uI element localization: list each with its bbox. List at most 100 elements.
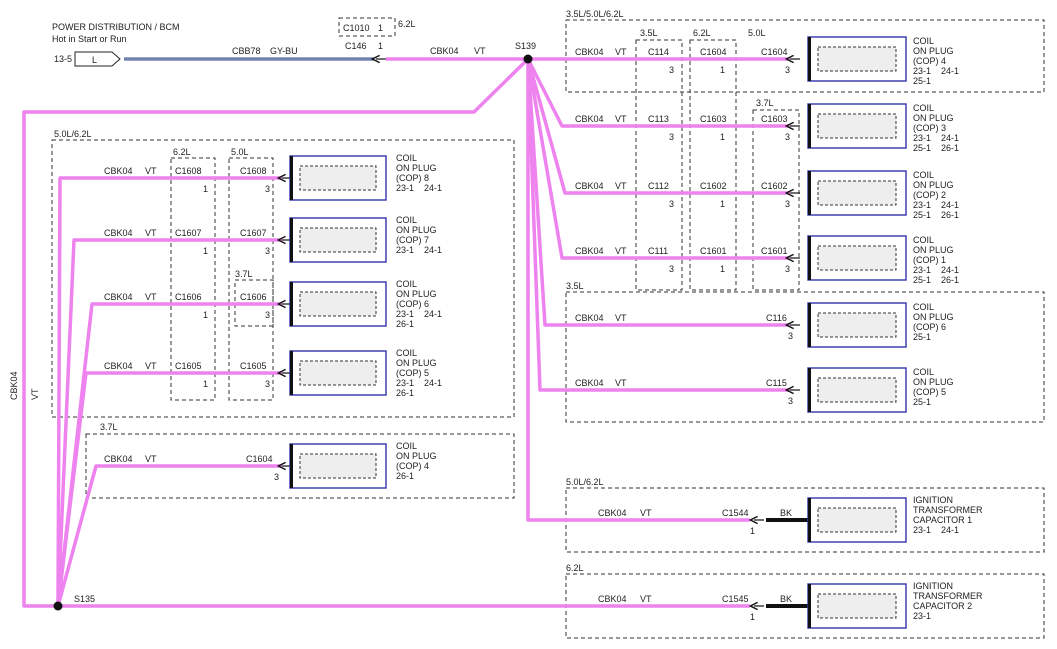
right-coil-4-conn-50: C1601	[761, 246, 788, 256]
splice-s135-dot	[53, 601, 63, 611]
capacitor-1-ref-1: 24-1	[941, 525, 959, 535]
right-coil-3-title-0: COIL	[913, 170, 934, 180]
right-coil-2-title-1: ON PLUG	[913, 113, 954, 123]
source-subtitle: Hot in Start or Run	[52, 34, 127, 44]
right-coil-4-ref-3: 26-1	[941, 275, 959, 285]
left37-coil-box	[289, 443, 387, 489]
left-coil-3-box-inner	[299, 291, 377, 317]
capacitor-1-box	[807, 497, 907, 543]
capacitor-2-wire-color: VT	[640, 594, 652, 604]
right35-coil-1-title-1: ON PLUG	[913, 312, 954, 322]
source-title: POWER DISTRIBUTION / BCM	[52, 22, 180, 32]
right-coil-2-wire-name: CBK04	[575, 114, 604, 124]
capacitor-1-wire-name: CBK04	[598, 508, 627, 518]
splice-s139-dot	[523, 54, 533, 64]
left-coil-2-pin-50: 3	[265, 246, 270, 256]
alt-connector: C1010	[343, 23, 370, 33]
right-coil-3-ref-1: 24-1	[941, 200, 959, 210]
circuit-wiring	[22, 57, 790, 608]
left37-coil-title-1: ON PLUG	[396, 451, 437, 461]
capacitor-1-wire-color: VT	[640, 508, 652, 518]
group-left-top-box	[51, 139, 515, 418]
left37-coil-box-inner	[299, 453, 377, 479]
feed-wire-color: GY-BU	[270, 46, 298, 56]
capacitor-1-ground-color: BK	[780, 508, 792, 518]
group-label-left-top: 5.0L/6.2L	[54, 129, 92, 139]
right-coil-2-box	[807, 103, 907, 149]
right35-coil-1-conn: C116	[766, 313, 787, 323]
capacitor-2-wire-name: CBK04	[598, 594, 627, 604]
right-coil-1-title-0: COIL	[913, 36, 934, 46]
right35-coil-1-title-0: COIL	[913, 302, 934, 312]
capacitor-2-ref-0: 23-1	[913, 611, 931, 621]
left-coil-4-pin-50: 3	[265, 379, 270, 389]
left-coil-2-pin-62: 1	[203, 246, 208, 256]
left37-coil-wire-name: CBK04	[104, 454, 133, 464]
right35-coil-1-title-2: (COP) 6	[913, 322, 946, 332]
group-label-right-35: 3.5L	[566, 281, 584, 291]
left-coil-3-pin-50: 3	[265, 310, 270, 320]
right35-coil-2-box	[807, 367, 907, 413]
left-coil-1-conn-50: C1608	[240, 166, 267, 176]
right-coil-4-conn-62: C1601	[700, 246, 727, 256]
right35-coil-2-ref-0: 25-1	[913, 397, 931, 407]
right-coil-4-title-1: ON PLUG	[913, 245, 954, 255]
right-coil-2-pin-35: 3	[669, 132, 674, 142]
feed-connector-pin: 1	[378, 41, 383, 51]
right-coil-2-conn-62: C1603	[700, 114, 727, 124]
right-coil-4-ref-0: 23-1	[913, 265, 931, 275]
col-label-37: 3.7L	[756, 98, 774, 108]
col-label-50: 5.0L	[748, 28, 766, 38]
capacitor-2-conn: C1545	[722, 594, 749, 604]
left-coil-2-box	[289, 217, 387, 263]
capacitor-2-pin: 1	[750, 612, 755, 622]
source-block: POWER DISTRIBUTION / BCM Hot in Start or…	[52, 19, 416, 67]
group-right-35-box	[565, 291, 1045, 423]
splice-s135-label: S135	[74, 594, 95, 604]
right-coil-2-title-0: COIL	[913, 103, 934, 113]
right35-coil-1-box	[807, 302, 907, 348]
left-coil-4-ref-1: 24-1	[424, 378, 442, 388]
lcol-50-box	[228, 157, 274, 401]
left-coil-3-title-0: COIL	[396, 279, 417, 289]
feed-wire-name: CBB78	[232, 46, 261, 56]
wire-left-cop8	[56, 176, 282, 607]
left-coil-1-title-2: (COP) 8	[396, 173, 429, 183]
capacitor-2-title-2: CAPACITOR 2	[913, 601, 972, 611]
vertical-wire-color: VT	[30, 388, 40, 400]
right35-coil-1-ref-0: 25-1	[913, 332, 931, 342]
wire-left-cop7	[56, 238, 282, 607]
right-coil-3-box	[807, 170, 907, 216]
right-coil-4-wire-color: VT	[615, 246, 627, 256]
right-coil-3-pin-35: 3	[669, 199, 674, 209]
left-coil-3-title-1: ON PLUG	[396, 289, 437, 299]
right-coil-1-box-inner	[817, 46, 897, 72]
col-37-box	[752, 109, 800, 291]
right-coil-3-pin-50: 3	[785, 199, 790, 209]
left37-coil-title-0: COIL	[396, 441, 417, 451]
wire-right-35-cop6	[526, 58, 790, 327]
right-coil-1-conn-50: C1604	[761, 47, 788, 57]
right-coil-1-title-1: ON PLUG	[913, 46, 954, 56]
right-coil-1-pin-35: 3	[669, 65, 674, 75]
col-35-box	[635, 39, 683, 291]
right-coil-4-ref-2: 25-1	[913, 275, 931, 285]
group-label-cap1: 5.0L/6.2L	[566, 477, 604, 487]
capacitor-2-title-1: TRANSFORMER	[913, 591, 983, 601]
right-coil-2-title-2: (COP) 3	[913, 123, 946, 133]
right-coil-1-pin-50: 3	[785, 65, 790, 75]
left-coil-2-conn-50: C1607	[240, 228, 267, 238]
lcol-62-box	[170, 157, 216, 401]
group-label-cap2: 6.2L	[566, 563, 584, 573]
wire-left-cop5	[56, 371, 282, 607]
right-coil-1-ref-1: 24-1	[941, 66, 959, 76]
source-pin: L	[92, 55, 97, 65]
group-left-37-box	[85, 433, 515, 499]
right-coil-3-pin-62: 1	[720, 199, 725, 209]
left-coil-2-wire-color: VT	[145, 228, 157, 238]
lcol-label-37: 3.7L	[235, 269, 253, 279]
left-coil-4-ref-2: 26-1	[396, 388, 414, 398]
capacitor-1-title-0: IGNITION	[913, 495, 953, 505]
